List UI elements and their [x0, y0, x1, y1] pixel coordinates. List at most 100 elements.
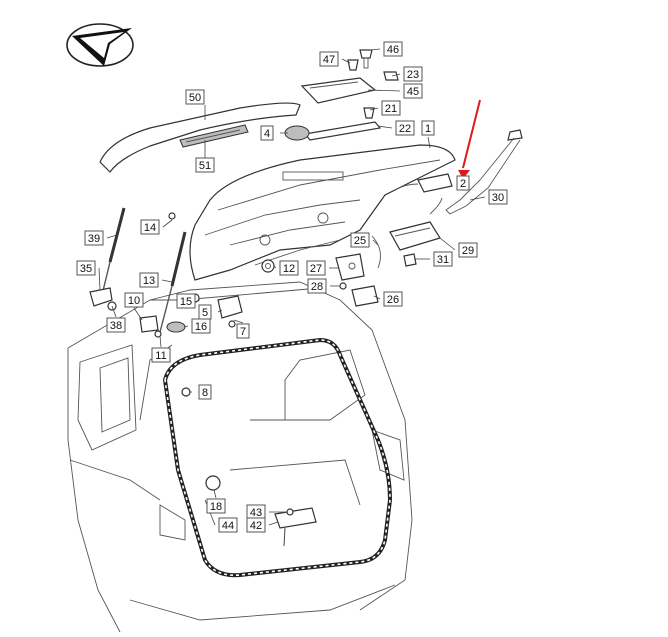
emblem	[284, 125, 310, 141]
callout-38: 38	[106, 317, 126, 333]
leader-11	[159, 335, 162, 348]
callout-label-18: 18	[210, 501, 222, 513]
tailgate-lock	[335, 253, 379, 307]
callout-box-31	[433, 251, 453, 267]
callout-box-16	[191, 318, 211, 334]
callout-label-16: 16	[195, 321, 207, 333]
callout-box-29	[458, 242, 478, 258]
callout-label-27: 27	[310, 263, 322, 275]
leader-42	[268, 521, 279, 526]
tailgate-switch	[394, 173, 453, 193]
callout-12: 12	[279, 260, 299, 276]
leader-7	[233, 319, 244, 324]
callout-box-7	[236, 323, 250, 339]
callout-label-4: 4	[264, 128, 270, 140]
callout-47: 47	[319, 51, 339, 67]
callout-label-21: 21	[385, 103, 397, 115]
callout-label-8: 8	[202, 387, 208, 399]
callout-label-14: 14	[144, 222, 156, 234]
callout-box-35	[76, 260, 96, 276]
callout-label-5: 5	[202, 307, 208, 319]
callout-box-50	[185, 89, 205, 105]
leader-25	[372, 239, 379, 246]
callout-box-12	[279, 260, 299, 276]
callout-label-23: 23	[407, 69, 419, 81]
callout-label-43: 43	[250, 507, 262, 519]
callout-label-51: 51	[199, 160, 211, 172]
leader-14	[162, 219, 173, 228]
cover-plate	[300, 77, 377, 104]
callout-42: 42	[246, 517, 266, 533]
callout-box-18	[206, 498, 226, 514]
callout-label-28: 28	[311, 281, 323, 293]
callout-35: 35	[76, 260, 96, 276]
leader-5	[217, 309, 223, 313]
leader-26	[373, 295, 381, 300]
callout-16: 16	[191, 318, 211, 334]
callout-11: 11	[151, 347, 171, 363]
callout-51: 51	[195, 157, 215, 173]
callout-box-15	[176, 293, 196, 309]
callout-44: 44	[218, 517, 238, 533]
callout-box-28	[307, 278, 327, 294]
release-cable	[371, 235, 381, 269]
callout-2: 2	[456, 175, 470, 191]
leader-18	[213, 489, 217, 499]
callout-label-26: 26	[387, 294, 399, 306]
side-trim	[445, 129, 523, 215]
striker	[205, 475, 317, 547]
callout-box-26	[383, 291, 403, 307]
callout-21: 21	[381, 100, 401, 116]
callout-23: 23	[403, 66, 423, 82]
fasteners-top	[347, 49, 399, 119]
leader-29	[439, 237, 456, 251]
arrow-logo-icon	[66, 23, 134, 67]
brake-light	[179, 124, 249, 148]
callout-box-39	[84, 230, 104, 246]
callout-box-2	[456, 175, 470, 191]
trim-strip	[303, 121, 382, 141]
callout-22: 22	[395, 120, 415, 136]
callout-box-45	[403, 83, 423, 99]
callout-box-11	[151, 347, 171, 363]
callout-box-23	[403, 66, 423, 82]
callout-box-30	[488, 189, 508, 205]
callout-10: 10	[124, 292, 144, 308]
callout-box-1	[421, 120, 435, 136]
callout-label-42: 42	[250, 520, 262, 532]
leader-12	[273, 265, 277, 269]
gas-strut-left	[96, 207, 126, 302]
rear-spoiler	[99, 102, 301, 173]
leader-1	[427, 136, 431, 149]
callout-box-38	[106, 317, 126, 333]
callout-18: 18	[206, 498, 226, 514]
leader-23	[391, 73, 401, 77]
leader-35	[98, 267, 101, 291]
leader-39	[106, 234, 118, 239]
callout-box-10	[124, 292, 144, 308]
grommet	[181, 387, 191, 397]
callout-1: 1	[421, 120, 435, 136]
callout-27: 27	[306, 260, 326, 276]
callout-label-50: 50	[189, 92, 201, 104]
callout-label-25: 25	[354, 235, 366, 247]
callout-box-25	[350, 232, 370, 248]
callout-box-47	[319, 51, 339, 67]
callout-29: 29	[458, 242, 478, 258]
callout-label-29: 29	[462, 245, 474, 257]
callout-label-15: 15	[180, 296, 192, 308]
callout-30: 30	[488, 189, 508, 205]
callout-label-35: 35	[80, 263, 92, 275]
callout-label-2: 2	[460, 178, 466, 190]
callout-box-27	[306, 260, 326, 276]
callout-25: 25	[350, 232, 370, 248]
control-unit	[389, 197, 443, 267]
tailgate-lid	[189, 144, 456, 281]
callout-box-22	[395, 120, 415, 136]
buffer	[261, 259, 275, 273]
callout-4: 4	[260, 125, 274, 141]
callout-28: 28	[307, 278, 327, 294]
callout-box-21	[381, 100, 401, 116]
